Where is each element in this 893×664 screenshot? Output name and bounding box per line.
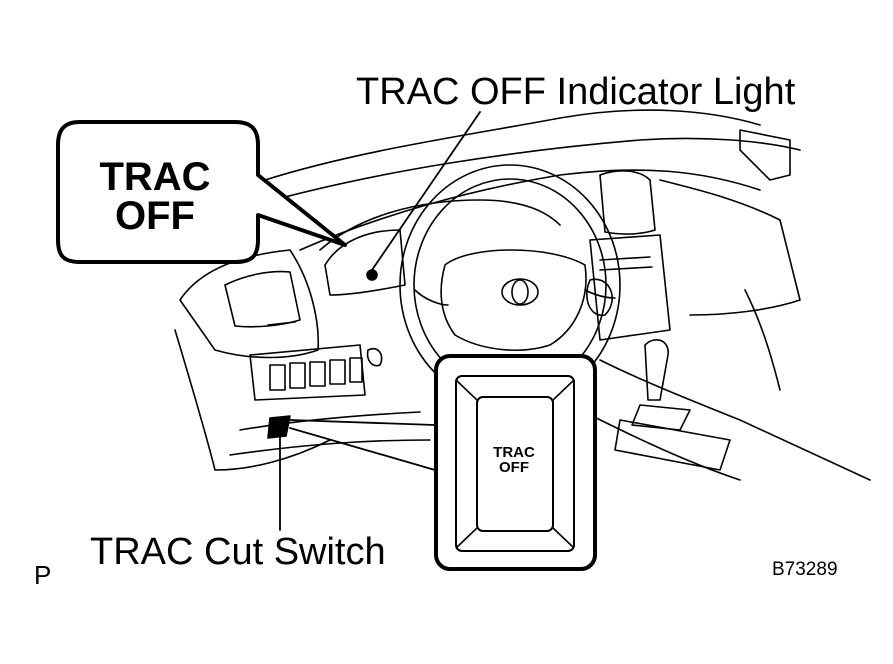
windshield-edge bbox=[264, 109, 761, 181]
indicator-callout-text: TRAC OFF bbox=[84, 155, 226, 239]
defrost-vent bbox=[739, 129, 791, 181]
dash-top-line bbox=[254, 137, 801, 206]
switch-slot-5 bbox=[349, 357, 363, 383]
dash-upper-contour bbox=[299, 169, 761, 251]
switch-slot-2 bbox=[289, 362, 306, 389]
lower-dash-left bbox=[174, 329, 331, 471]
trac-cut-switch-small bbox=[267, 415, 291, 439]
switch-face-line-1: TRAC bbox=[493, 444, 535, 461]
toyota-emblem bbox=[501, 278, 539, 306]
center-display-hood bbox=[599, 170, 656, 235]
lower-panel-line bbox=[239, 411, 421, 431]
left-dash-panel bbox=[179, 249, 320, 359]
indicator-leader-line bbox=[371, 111, 481, 271]
switch-bezel-inner bbox=[476, 396, 554, 532]
switch-bevel-br bbox=[552, 527, 575, 549]
audio-slot bbox=[599, 256, 651, 261]
switch-bevel-tl bbox=[455, 379, 478, 401]
audio-slot-2 bbox=[599, 266, 653, 271]
right-dash bbox=[659, 179, 801, 316]
right-dash-lower bbox=[744, 289, 781, 391]
switch-zoom-line-1 bbox=[289, 419, 436, 426]
indicator-light-label: TRAC OFF Indicator Light bbox=[356, 71, 796, 113]
switch-slot-1 bbox=[269, 364, 286, 391]
shift-gate bbox=[631, 404, 691, 431]
switch-slot-4 bbox=[329, 359, 346, 385]
trac-off-indicator-dot bbox=[366, 269, 378, 281]
climate-knob bbox=[586, 278, 614, 316]
switch-bevel-bl bbox=[455, 527, 478, 549]
indicator-callout-line-2: OFF bbox=[115, 194, 195, 239]
indicator-callout-bubble bbox=[56, 120, 347, 264]
switch-face-line-2: OFF bbox=[499, 458, 529, 476]
figure-code-label: B73289 bbox=[772, 559, 838, 580]
steering-hub bbox=[440, 249, 587, 351]
cut-switch-label: TRAC Cut Switch bbox=[90, 531, 386, 573]
left-vent-slot bbox=[267, 321, 296, 326]
meter-hood bbox=[319, 199, 561, 251]
dimmer-knob bbox=[366, 347, 383, 367]
view-marker-label: P bbox=[34, 560, 52, 590]
console-tray bbox=[614, 419, 731, 471]
switch-slot-3 bbox=[309, 361, 326, 387]
switch-face-text: TRAC OFF bbox=[474, 444, 554, 476]
indicator-callout-line-1: TRAC bbox=[99, 155, 211, 199]
switch-bevel-tr bbox=[552, 379, 575, 401]
center-console bbox=[599, 359, 871, 481]
steering-spoke-left bbox=[414, 289, 449, 306]
gear-shifter bbox=[644, 339, 669, 401]
left-vent bbox=[224, 270, 301, 328]
lower-panel-line-2 bbox=[229, 439, 431, 456]
switch-zoom-line-2 bbox=[289, 427, 436, 471]
toyota-emblem-inner bbox=[511, 279, 529, 305]
knee-panel bbox=[249, 344, 366, 401]
center-stack bbox=[589, 234, 671, 341]
